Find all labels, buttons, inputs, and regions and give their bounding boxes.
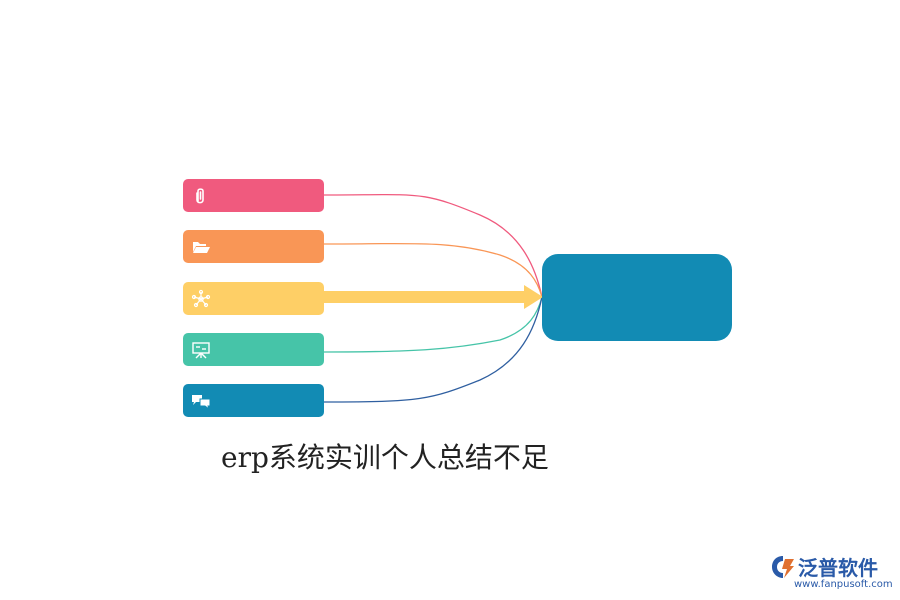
folder-open-icon — [193, 242, 210, 253]
paperclip-icon — [196, 188, 204, 204]
item-box-4 — [183, 333, 324, 366]
fanpusoft-logo: 泛普软件 www.fanpusoft.com — [770, 552, 893, 594]
connector-line-1 — [323, 193, 543, 298]
diagram-caption: erp系统实训个人总结不足 — [221, 441, 549, 474]
item-box-5 — [183, 384, 324, 417]
item-box-3 — [183, 282, 324, 315]
fanpusoft-logo-icon — [772, 556, 794, 578]
logo-name: 泛普软件 — [798, 556, 878, 580]
chat-bubbles-icon — [192, 395, 211, 411]
connector-line-2 — [323, 242, 543, 298]
connector-line-4 — [323, 296, 543, 353]
item-box-2 — [183, 230, 324, 263]
network-icon — [191, 289, 211, 308]
item-box-1 — [183, 179, 324, 212]
connector-line-5 — [323, 296, 543, 403]
presentation-board-icon — [192, 342, 210, 359]
hub-box — [542, 254, 732, 341]
central-arrow — [324, 285, 543, 309]
logo-url: www.fanpusoft.com — [794, 579, 893, 590]
